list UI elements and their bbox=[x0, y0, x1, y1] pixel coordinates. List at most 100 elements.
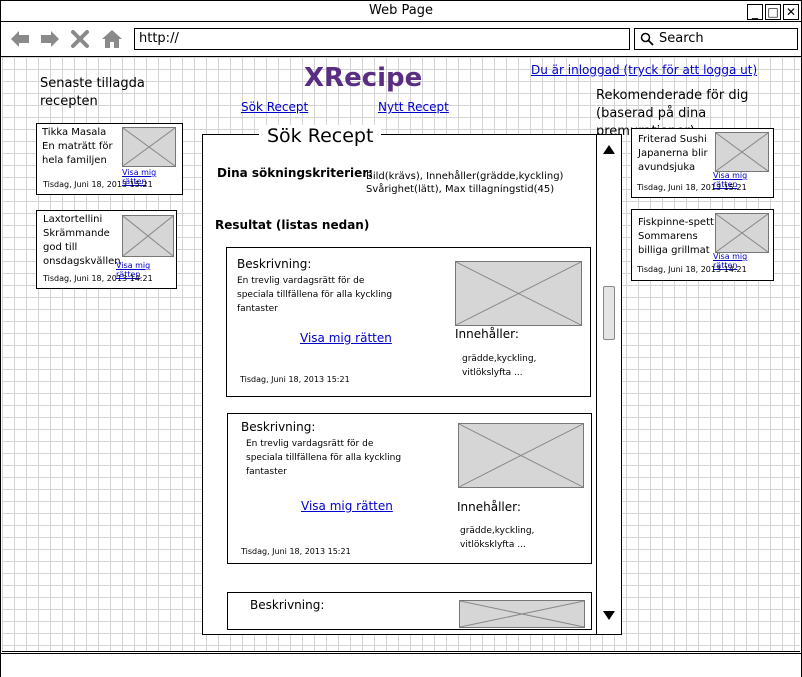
show-recipe-link[interactable]: Visa mig rätten bbox=[116, 261, 151, 279]
site-logo[interactable]: XRecipe bbox=[304, 63, 423, 93]
arrow-left-icon bbox=[11, 31, 29, 47]
result-item: Beskrivning: En trevlig vardagsrätt för … bbox=[226, 247, 591, 397]
card-title: Fiskpinne-spett bbox=[638, 217, 714, 228]
card-desc-line: onsdagskvällen bbox=[43, 256, 121, 267]
latest-heading-line2: recepten bbox=[40, 94, 98, 109]
scroll-up-button[interactable] bbox=[601, 141, 617, 155]
contains-text: grädde,kyckling, vitlöksklyfta ... bbox=[460, 524, 534, 552]
logout-link[interactable]: Du är inloggad (tryck för att logga ut) bbox=[531, 63, 758, 77]
minimize-icon: _ bbox=[752, 5, 758, 19]
panel-scrollbar[interactable] bbox=[596, 135, 621, 634]
recipe-image-placeholder bbox=[122, 127, 176, 167]
recipe-image-placeholder bbox=[458, 423, 584, 488]
card-desc-line: Skrämmande bbox=[43, 228, 110, 239]
card-desc-line: En maträtt för bbox=[42, 141, 113, 152]
description-line: En trevlig vardagsrätt för de bbox=[246, 439, 374, 449]
browser-search-input[interactable]: Search bbox=[634, 28, 798, 50]
results-label: Resultat (listas nedan) bbox=[215, 218, 370, 232]
latest-heading: Senaste tillagda recepten bbox=[40, 75, 145, 111]
window-title: Web Page bbox=[369, 3, 433, 18]
criteria-label: Dina sökningskriterier: bbox=[217, 166, 373, 180]
recommended-recipe-card: Fiskpinne-spett Sommarens billiga grillm… bbox=[631, 209, 774, 281]
card-title: Friterad Sushi bbox=[638, 134, 707, 145]
nav-new-recipe[interactable]: Nytt Recept bbox=[378, 100, 449, 114]
contains-label: Innehåller: bbox=[457, 500, 521, 514]
recipe-image-placeholder bbox=[459, 600, 585, 628]
stop-x-icon bbox=[71, 30, 89, 48]
criteria-line: Bild(krävs), Innehåller(grädde,kyckling) bbox=[366, 171, 564, 182]
search-results-panel: Sök Recept Dina sökningskriterier: Bild(… bbox=[202, 125, 622, 635]
latest-heading-line1: Senaste tillagda bbox=[40, 76, 145, 91]
description-text: En trevlig vardagsrätt för de speciala t… bbox=[246, 437, 401, 479]
home-icon bbox=[102, 30, 122, 48]
url-input[interactable]: http:// bbox=[134, 28, 630, 50]
card-date: Tisdag, Juni 18, 2013 14:21 bbox=[43, 274, 153, 283]
scroll-down-button[interactable] bbox=[601, 608, 617, 622]
browser-toolbar: http:// Search bbox=[1, 22, 801, 57]
card-date: Tisdag, Juni 18, 2013 15:21 bbox=[637, 183, 747, 192]
arrow-right-icon bbox=[41, 31, 59, 47]
maximize-button[interactable]: □ bbox=[765, 4, 781, 20]
description-text: En trevlig vardagsrätt för de speciala t… bbox=[237, 274, 392, 316]
card-text: Laxtortellini Skrämmande god till onsdag… bbox=[43, 213, 121, 269]
latest-recipe-card: Laxtortellini Skrämmande god till onsdag… bbox=[36, 210, 177, 289]
description-line: speciala tillfällena för alla kyckling bbox=[246, 453, 402, 463]
latest-recipe-card: Tikka Masala En maträtt för hela familje… bbox=[36, 123, 183, 195]
title-bar: Web Page _ □ ✕ bbox=[1, 1, 801, 22]
triangle-up-icon bbox=[603, 145, 615, 154]
card-desc-line: Japanerna blir bbox=[638, 148, 708, 159]
contains-line: grädde,kyckling, bbox=[460, 526, 535, 536]
description-label: Beskrivning: bbox=[250, 598, 325, 612]
card-desc-line: Sommarens bbox=[638, 231, 698, 242]
back-button[interactable] bbox=[9, 28, 31, 50]
description-label: Beskrivning: bbox=[237, 257, 312, 271]
recipe-image-placeholder bbox=[715, 132, 769, 172]
nav-search-recipe[interactable]: Sök Recept bbox=[241, 100, 309, 114]
result-item: Beskrivning: En trevlig vardagsrätt för … bbox=[227, 413, 592, 564]
card-desc-line: avundsjuka bbox=[638, 162, 696, 173]
result-item: Beskrivning: bbox=[227, 592, 592, 630]
description-line: speciala tillfällena för alla kyckling bbox=[237, 290, 393, 300]
recipe-image-placeholder bbox=[715, 213, 769, 253]
card-desc-line: billiga grillmat bbox=[638, 245, 710, 256]
card-text: Tikka Masala En maträtt för hela familje… bbox=[42, 126, 113, 168]
description-line: fantaster bbox=[237, 304, 278, 314]
recommended-recipe-card: Friterad Sushi Japanerna blir avundsjuka… bbox=[631, 128, 774, 198]
close-icon: ✕ bbox=[785, 5, 797, 19]
card-title: Laxtortellini bbox=[43, 214, 103, 225]
result-date: Tisdag, Juni 18, 2013 15:21 bbox=[240, 375, 350, 384]
recipe-image-placeholder bbox=[455, 261, 582, 326]
panel-title: Sök Recept bbox=[259, 125, 382, 147]
contains-line: grädde,kyckling, bbox=[462, 354, 537, 364]
card-date: Tisdag, Juni 18, 2013 15:21 bbox=[43, 180, 153, 189]
minimize-button[interactable]: _ bbox=[747, 4, 763, 20]
scroll-thumb[interactable] bbox=[603, 286, 615, 340]
close-button[interactable]: ✕ bbox=[783, 4, 799, 20]
maximize-icon: □ bbox=[767, 5, 779, 19]
card-date: Tisdag, Juni 18, 2013 14:21 bbox=[637, 265, 747, 274]
show-recipe-link[interactable]: Visa mig rätten bbox=[713, 252, 748, 270]
recipe-image-placeholder bbox=[122, 215, 174, 257]
card-title: Tikka Masala bbox=[42, 127, 107, 138]
home-button[interactable] bbox=[101, 28, 123, 50]
show-recipe-link[interactable]: Visa mig rätten bbox=[301, 499, 393, 513]
forward-button[interactable] bbox=[39, 28, 61, 50]
contains-line: vitlöksklyfta ... bbox=[460, 540, 526, 550]
recommended-heading-line1: Rekomenderade för dig bbox=[596, 88, 749, 103]
show-recipe-link[interactable]: Visa mig rätten bbox=[122, 168, 157, 186]
show-recipe-link[interactable]: Visa mig rätten bbox=[300, 331, 392, 345]
contains-text: grädde,kyckling, vitlökslyfta ... bbox=[462, 352, 536, 380]
contains-label: Innehåller: bbox=[455, 327, 519, 341]
criteria-line: Svårighet(lätt), Max tillagningstid(45) bbox=[366, 184, 555, 195]
criteria-values: Bild(krävs), Innehåller(grädde,kyckling)… bbox=[366, 170, 563, 196]
description-line: En trevlig vardagsrätt för de bbox=[237, 276, 365, 286]
show-recipe-link[interactable]: Visa mig rätten bbox=[713, 171, 748, 189]
page-canvas: XRecipe Du är inloggad (tryck för att lo… bbox=[2, 57, 800, 652]
card-text: Friterad Sushi Japanerna blir avundsjuka bbox=[638, 133, 708, 175]
card-desc-line: god till bbox=[43, 242, 78, 253]
card-text: Fiskpinne-spett Sommarens billiga grillm… bbox=[638, 216, 714, 258]
description-line: fantaster bbox=[246, 467, 287, 477]
contains-line: vitlökslyfta ... bbox=[462, 368, 523, 378]
stop-button[interactable] bbox=[69, 28, 91, 50]
